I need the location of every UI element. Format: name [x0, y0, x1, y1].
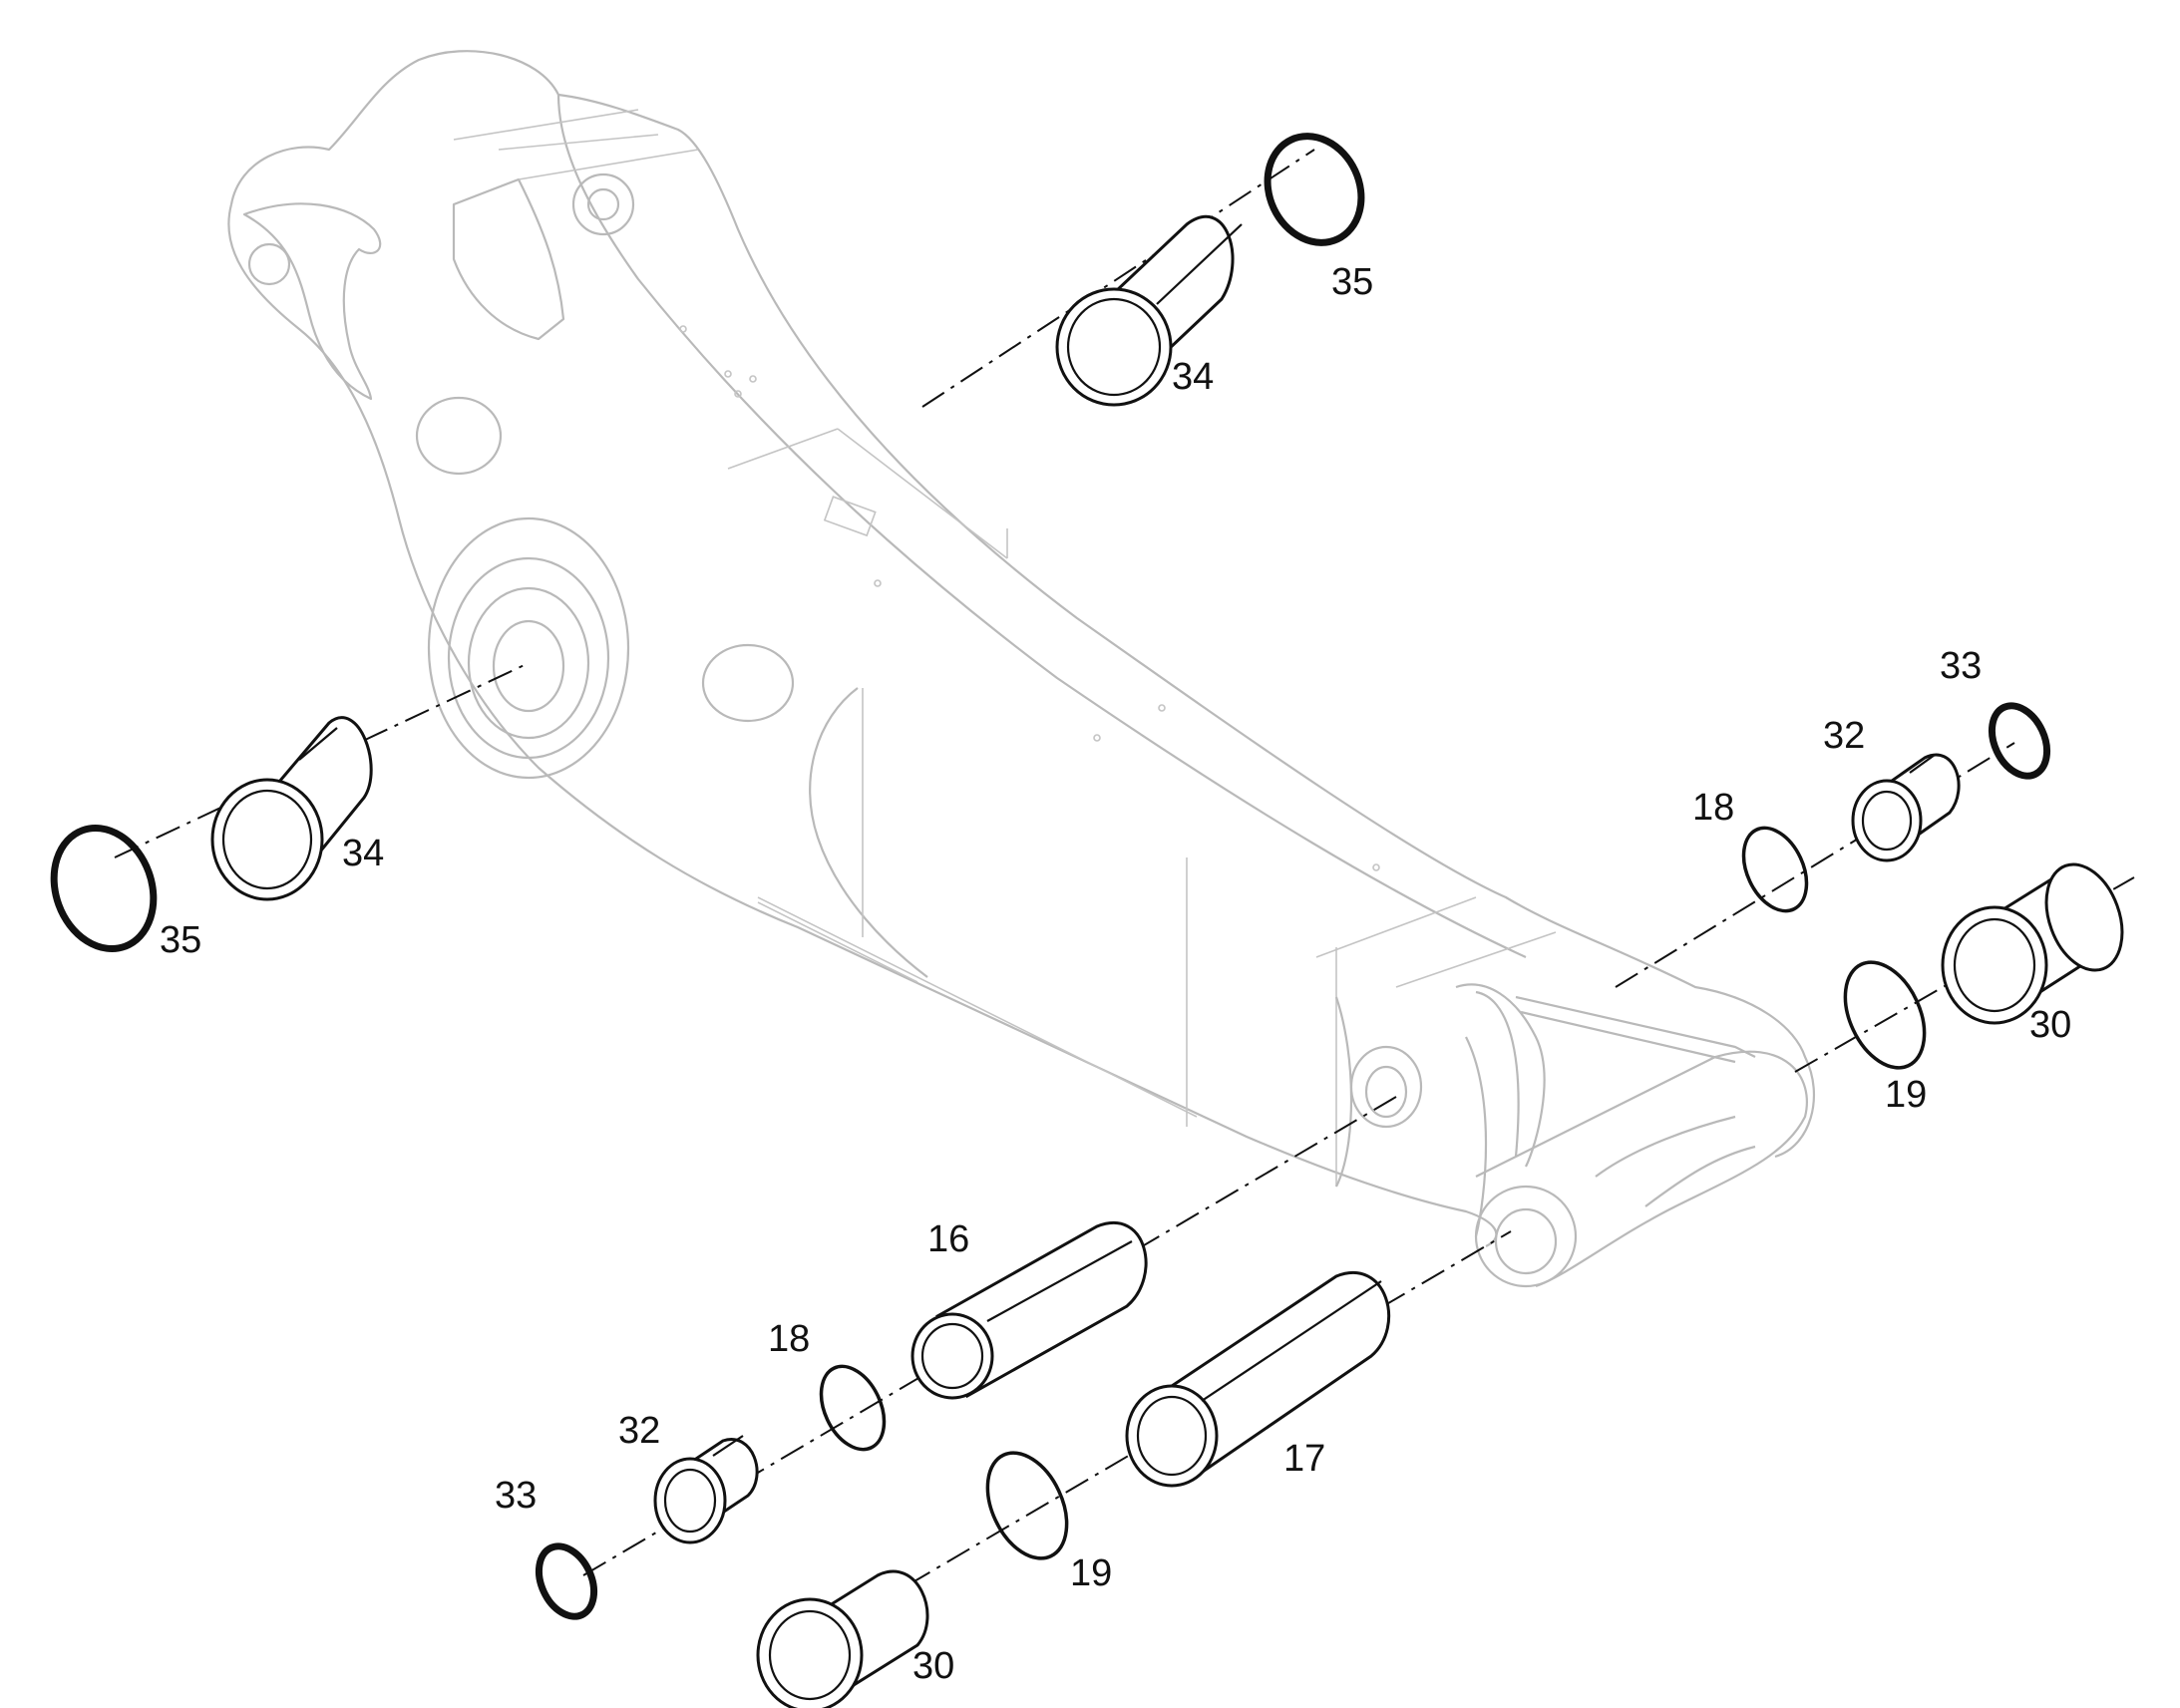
seal-ring-35-left	[50, 824, 158, 953]
bushing-34-left	[210, 716, 373, 901]
callout-labels: 35 34 34 35 33 32 18 30 19 16 18 32 33 1…	[160, 261, 2071, 1687]
o-ring-19-left	[985, 1451, 1069, 1560]
seal-ring-35-top	[1264, 133, 1365, 246]
o-ring-18-left	[819, 1364, 887, 1452]
o-ring-18-right	[1741, 826, 1809, 913]
callout-33-left: 33	[495, 1475, 537, 1517]
bushing-32-right	[1851, 753, 1961, 862]
seal-ring-33-right	[1988, 702, 2051, 780]
callout-32-left: 32	[618, 1410, 660, 1452]
callout-17: 17	[1283, 1438, 1325, 1480]
callout-19-right: 19	[1885, 1074, 1927, 1116]
callout-32-right: 32	[1823, 715, 1865, 757]
o-ring-19-right	[1843, 960, 1927, 1070]
boom-structure	[227, 50, 1815, 1288]
callout-34-top: 34	[1172, 356, 1214, 398]
pin-16	[910, 1221, 1148, 1400]
callout-33-right: 33	[1940, 645, 1982, 687]
callout-35-left: 35	[160, 919, 201, 961]
callout-34-left: 34	[342, 833, 384, 874]
callout-30-right: 30	[2029, 1004, 2071, 1046]
callout-19-left: 19	[1070, 1552, 1112, 1594]
callout-18-left: 18	[768, 1318, 810, 1360]
bushing-30-left	[756, 1569, 929, 1708]
bushing-30-right	[1941, 862, 2124, 1025]
bushing-32-left	[653, 1435, 759, 1544]
callout-16: 16	[927, 1218, 969, 1260]
callout-30-left: 30	[912, 1645, 954, 1687]
callout-18-right: 18	[1692, 787, 1734, 829]
pin-17	[1125, 1271, 1391, 1488]
bushing-34-top	[1055, 214, 1243, 407]
callout-35-top: 35	[1331, 261, 1373, 303]
seal-ring-33-left	[535, 1542, 598, 1620]
